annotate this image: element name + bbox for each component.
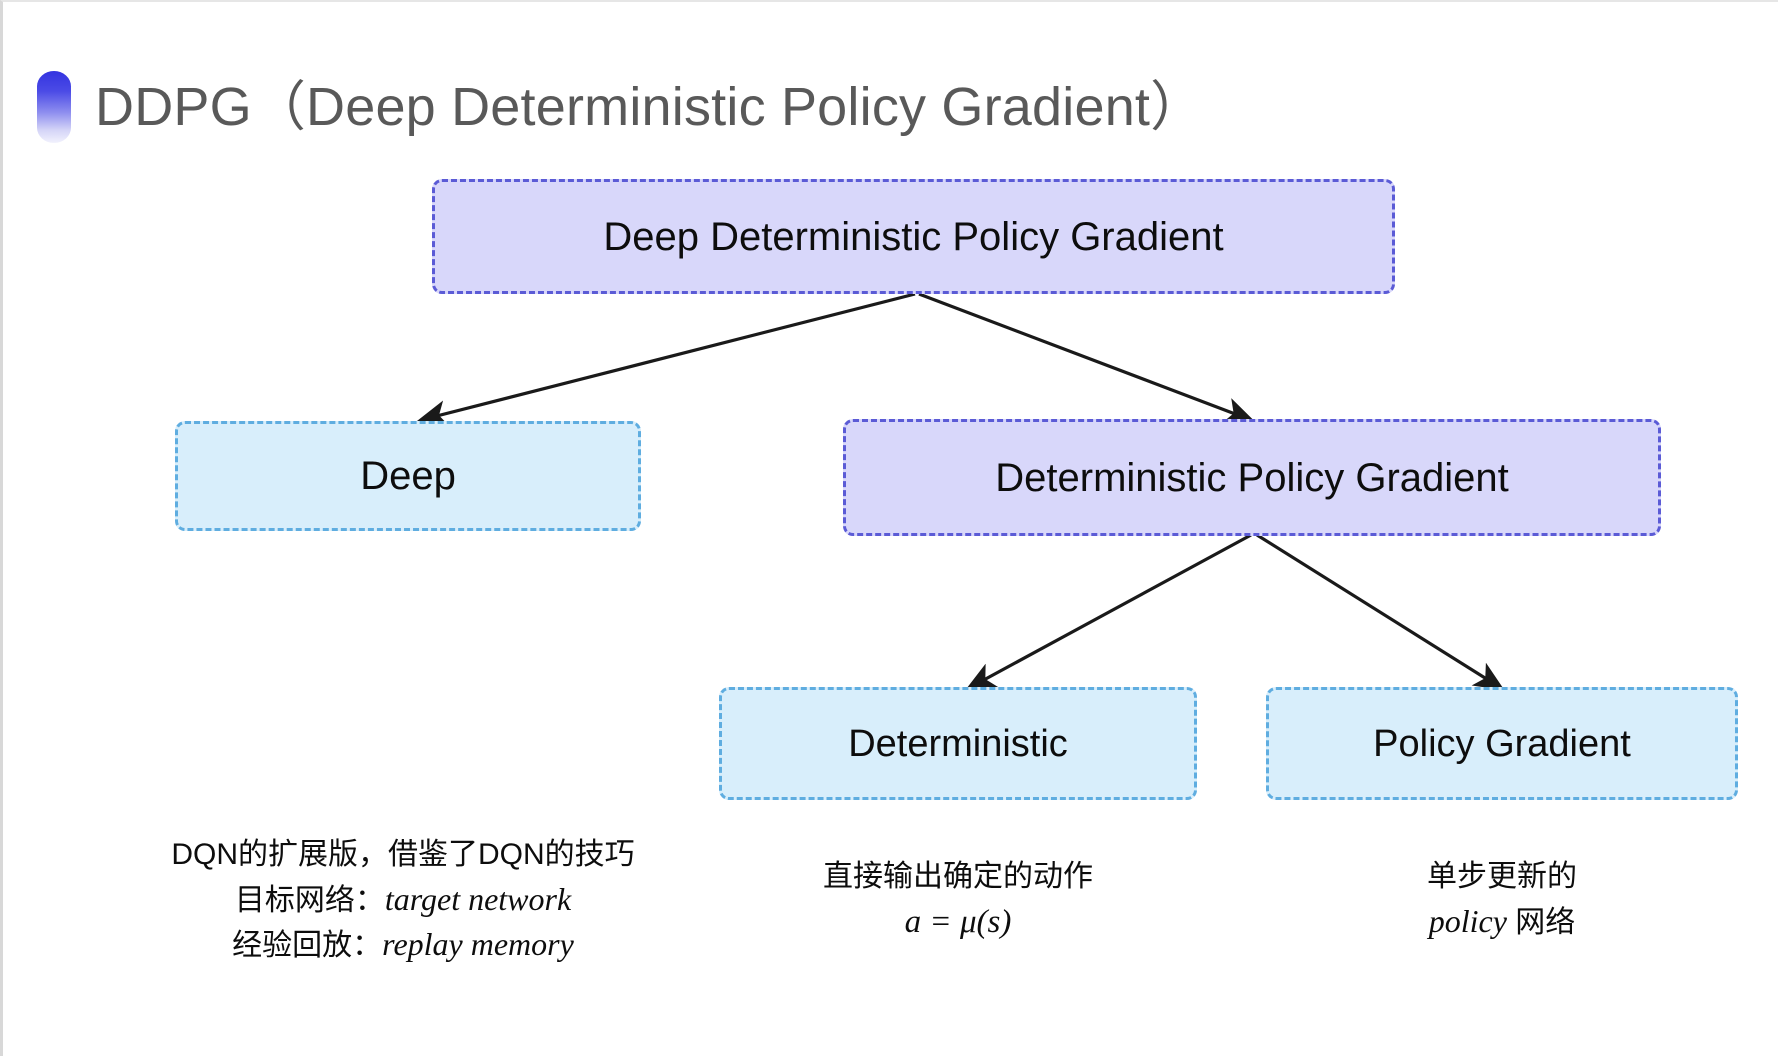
caption-deep-line-2-cn: 目标网络：	[234, 883, 385, 917]
caption-deep: DQN的扩展版，借鉴了DQN的技巧 目标网络：target network 经验…	[103, 834, 703, 968]
node-policy-gradient-label: Policy Gradient	[1373, 722, 1631, 765]
node-deterministic-policy-gradient[interactable]: Deterministic Policy Gradient	[843, 419, 1661, 536]
node-deterministic[interactable]: Deterministic	[719, 687, 1197, 800]
node-dpg-label: Deterministic Policy Gradient	[995, 455, 1509, 500]
slide-title-row: DDPG（Deep Deterministic Policy Gradient）	[3, 64, 1204, 150]
caption-deterministic-formula: a = μ(s)	[904, 903, 1012, 940]
caption-policy-gradient-en: policy	[1428, 902, 1507, 939]
edge-dpg-to-deterministic	[965, 533, 1252, 690]
caption-deep-line-2-en: target network	[384, 880, 572, 917]
page-title: DDPG（Deep Deterministic Policy Gradient）	[95, 77, 1205, 137]
caption-deep-line-2: 目标网络：target network	[103, 877, 703, 923]
node-deep[interactable]: Deep	[175, 421, 641, 531]
caption-deterministic: 直接输出确定的动作 a = μ(s)	[719, 856, 1197, 945]
caption-deep-line-3-en: replay memory	[382, 926, 574, 963]
node-root[interactable]: Deep Deterministic Policy Gradient	[432, 179, 1395, 294]
caption-policy-gradient-cn: 网络	[1506, 905, 1576, 939]
caption-policy-gradient-line-1: 单步更新的	[1427, 860, 1577, 893]
caption-deep-line-1: DQN的扩展版，借鉴了DQN的技巧	[171, 838, 635, 871]
node-deterministic-label: Deterministic	[848, 722, 1068, 765]
caption-deterministic-line-1: 直接输出确定的动作	[823, 860, 1093, 893]
caption-deep-line-3-cn: 经验回放：	[232, 929, 383, 963]
caption-policy-gradient-line-2: policy 网络	[1266, 899, 1738, 945]
edge-root-to-dpg	[918, 292, 1255, 424]
caption-policy-gradient: 单步更新的 policy 网络	[1266, 856, 1738, 944]
node-deep-label: Deep	[360, 454, 456, 498]
edge-dpg-to-policy-gradient	[1256, 533, 1505, 691]
edge-root-to-deep	[416, 292, 916, 427]
node-root-label: Deep Deterministic Policy Gradient	[603, 214, 1224, 259]
diagram-arrow-layer	[416, 292, 1505, 691]
caption-deep-line-3: 经验回放：replay memory	[103, 922, 703, 968]
half-circle-gradient-icon	[37, 71, 71, 143]
node-policy-gradient[interactable]: Policy Gradient	[1266, 687, 1738, 800]
